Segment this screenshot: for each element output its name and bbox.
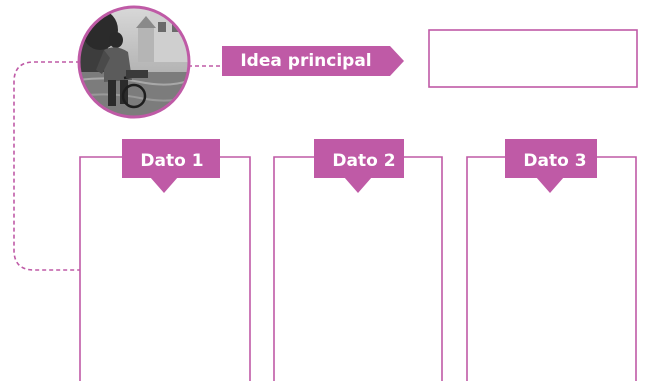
dato-1-box[interactable]	[79, 156, 251, 381]
dato-3-column	[466, 139, 637, 381]
dato-1-pointer	[150, 177, 178, 193]
dato-3-box[interactable]	[466, 156, 637, 381]
dato-3-label: Dato 3	[523, 151, 587, 171]
flood-cyclist-photo	[77, 5, 191, 119]
dato-2-label: Dato 2	[332, 151, 396, 171]
dato-1-tag	[122, 139, 220, 178]
dato-1-column	[79, 139, 251, 381]
dato-2-column	[273, 139, 443, 381]
dato-2-pointer	[344, 177, 372, 193]
dato-3-pointer	[536, 177, 564, 193]
dato-2-box[interactable]	[273, 156, 443, 381]
main-idea-answer-box[interactable]	[428, 29, 638, 88]
dato-1-label: Dato 1	[140, 151, 204, 171]
dato-2-tag	[314, 139, 404, 178]
main-idea-label: Idea principal	[240, 51, 372, 71]
dato-3-tag	[505, 139, 597, 178]
main-idea-tag	[222, 46, 404, 76]
dashed-connector-photo-to-dato1	[13, 61, 80, 271]
